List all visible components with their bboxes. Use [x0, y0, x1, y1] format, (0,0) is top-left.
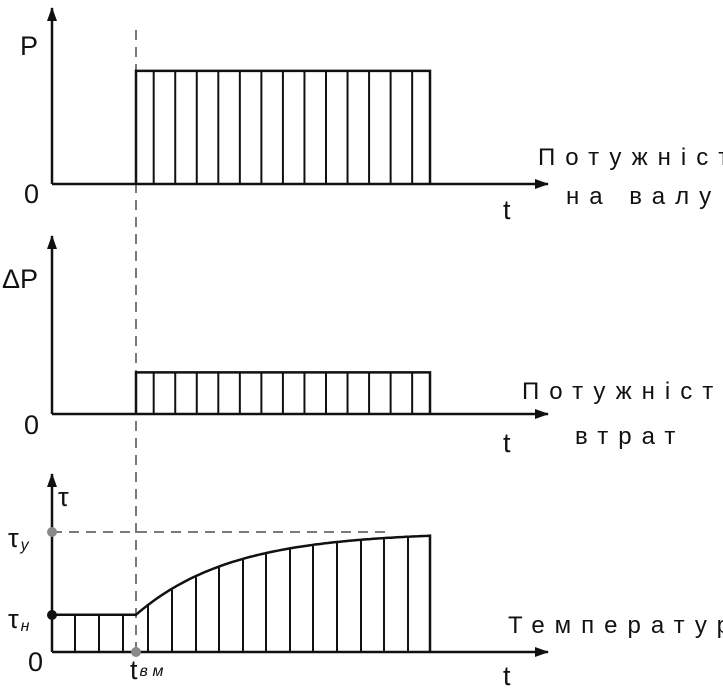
tau-n-marker-icon: [47, 610, 57, 620]
panel-shaft-power: P 0 t Потужність на валу: [20, 7, 723, 225]
panel-loss-power: ΔP 0 t Потужність втрат: [2, 235, 723, 458]
shaft-x-label: t: [503, 195, 511, 225]
shaft-y-label: P: [20, 31, 38, 61]
temperature-curve: [52, 534, 432, 652]
shaft-caption-line2: на валу: [566, 183, 721, 210]
loss-caption-line1: Потужність: [522, 378, 723, 405]
loss-origin-label: 0: [24, 410, 39, 440]
shaft-power-hatching: [152, 70, 414, 184]
temp-x-label: t: [503, 661, 511, 691]
loss-power-hatching: [152, 372, 414, 414]
loss-x-label: t: [503, 428, 511, 458]
loss-caption-line2: втрат: [575, 423, 685, 450]
panel-temperature: τ τу τн 0 tвм t Температура: [8, 473, 723, 691]
temperature-hatching: [74, 537, 409, 652]
tvm-marker-icon: [131, 647, 141, 657]
shaft-origin-label: 0: [24, 179, 39, 209]
temp-origin-label: 0: [28, 647, 43, 677]
tau-y-marker-icon: [47, 527, 57, 537]
temp-y-label: τ: [58, 482, 69, 512]
temp-caption-line1: Температура: [508, 612, 723, 639]
loss-y-label: ΔP: [2, 264, 38, 294]
shaft-caption-line1: Потужність: [538, 144, 723, 171]
